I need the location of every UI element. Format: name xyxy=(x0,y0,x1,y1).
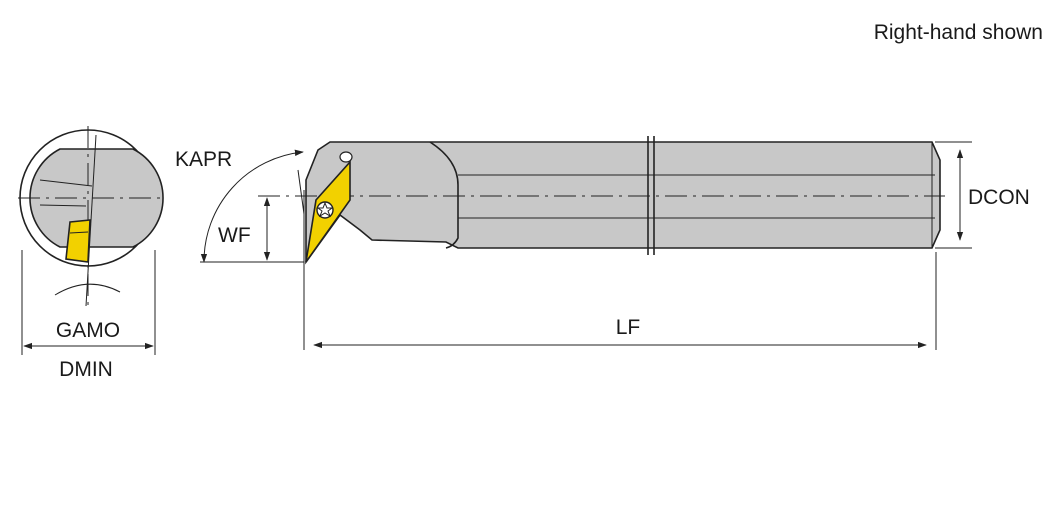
right-hand-note: Right-hand shown xyxy=(874,21,1043,44)
torx-icon xyxy=(316,201,334,218)
end-view-insert xyxy=(65,219,91,263)
side-view: KAPR WF LF DCON xyxy=(175,136,1030,350)
kapr-label: KAPR xyxy=(175,148,232,171)
kapr-arc xyxy=(200,149,304,263)
coolant-hole xyxy=(339,151,353,163)
lf-label: LF xyxy=(616,316,641,339)
end-view: GAMO DMIN xyxy=(18,126,164,381)
gamo-label: GAMO xyxy=(56,319,120,342)
wf-label: WF xyxy=(218,224,251,247)
dcon-label: DCON xyxy=(968,186,1030,209)
dmin-label: DMIN xyxy=(59,358,113,381)
shank-body xyxy=(305,141,941,265)
